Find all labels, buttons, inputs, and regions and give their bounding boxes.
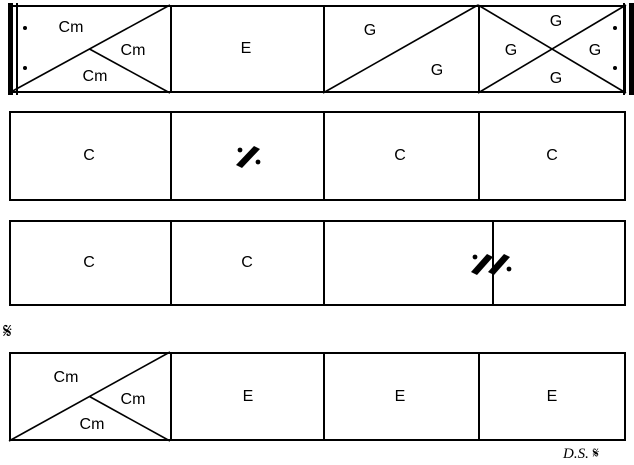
- measure-4-1[interactable]: Cm Cm Cm: [8, 351, 171, 442]
- chord-label: G: [588, 42, 602, 59]
- chord-label: C: [546, 147, 558, 164]
- measure-1-3-beat-splits: [322, 4, 479, 94]
- chord-label: Cm: [53, 369, 79, 386]
- system-3-frame: [9, 220, 626, 306]
- system-3[interactable]: C C: [9, 220, 626, 306]
- chord-label: C: [241, 254, 253, 271]
- chord-label: Cm: [58, 19, 84, 36]
- measure-1-1[interactable]: Cm Cm Cm: [8, 4, 171, 94]
- chord-label: Cm: [120, 42, 146, 59]
- barline-2-1: [170, 111, 172, 201]
- barline-3-2: [323, 220, 325, 306]
- chord-label: E: [242, 388, 254, 405]
- measure-1-2[interactable]: E: [170, 5, 323, 93]
- measure-4-4[interactable]: E: [478, 352, 626, 441]
- chord-label: E: [240, 40, 252, 57]
- one-bar-repeat-icon: [236, 146, 261, 168]
- system-2[interactable]: C C C: [9, 111, 626, 201]
- chord-label: G: [363, 22, 377, 39]
- measure-2-3[interactable]: C: [323, 111, 478, 201]
- measure-2-1[interactable]: C: [9, 111, 170, 201]
- chord-label: E: [546, 388, 558, 405]
- barline-4-3: [478, 352, 480, 441]
- chord-label: C: [83, 254, 95, 271]
- measure-4-2[interactable]: E: [170, 352, 323, 441]
- measure-4-3[interactable]: E: [323, 352, 478, 441]
- system-1[interactable]: Cm Cm Cm E G G G G G G: [8, 3, 634, 95]
- chord-label: C: [83, 147, 95, 164]
- barline-2-2: [323, 111, 325, 201]
- repeat-end-dot-upper: [613, 26, 617, 30]
- barline-4-1: [170, 352, 172, 441]
- chord-label: Cm: [79, 416, 105, 433]
- chord-label: Cm: [82, 68, 108, 85]
- ds-segno-icon: 𝄋: [592, 444, 600, 462]
- barline-3-3: [492, 220, 494, 306]
- barline-4-2: [323, 352, 325, 441]
- repeat-end-sign: [612, 3, 634, 95]
- measure-3-2[interactable]: C: [170, 220, 323, 306]
- repeat-end-thick-barline: [629, 3, 634, 95]
- barline-2-3: [478, 111, 480, 201]
- repeat-end-thin-barline: [623, 3, 625, 95]
- chord-label: Cm: [120, 391, 146, 408]
- repeat-end-dot-lower: [613, 66, 617, 70]
- barline-1-1: [170, 5, 172, 93]
- measure-2-2[interactable]: [170, 111, 323, 201]
- ds-label: D.S.: [563, 446, 589, 462]
- ds-al-segno-mark: D.S. 𝄋: [563, 446, 599, 462]
- two-bar-repeat-icon: [471, 254, 512, 275]
- system-2-frame: [9, 111, 626, 201]
- chord-label: E: [394, 388, 406, 405]
- chord-label: G: [504, 42, 518, 59]
- segno-sign: 𝄋: [3, 319, 13, 343]
- chord-label: G: [430, 62, 444, 79]
- system-4[interactable]: Cm Cm Cm E E E: [8, 351, 626, 442]
- chord-label: C: [394, 147, 406, 164]
- barline-3-1: [170, 220, 172, 306]
- measure-1-4[interactable]: G G G G: [477, 4, 627, 94]
- chord-label: G: [549, 70, 563, 87]
- measure-2-4[interactable]: C: [478, 111, 626, 201]
- measure-1-3[interactable]: G G: [322, 4, 479, 94]
- chord-label: G: [549, 13, 563, 30]
- measure-3-1[interactable]: C: [9, 220, 170, 306]
